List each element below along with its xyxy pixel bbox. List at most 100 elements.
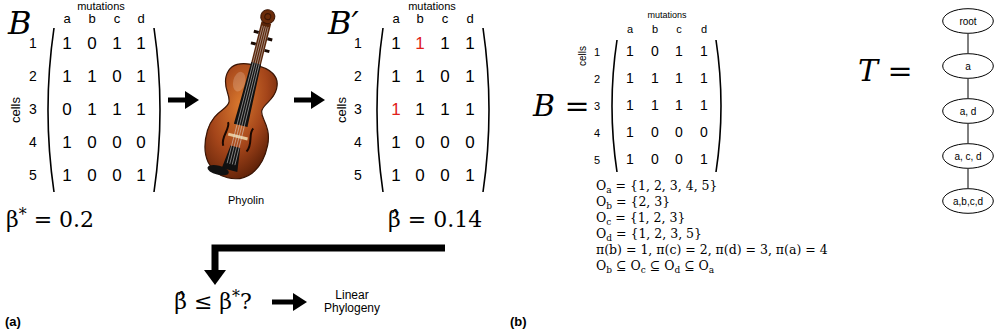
matrix-cell: 1: [62, 134, 71, 153]
matrix-cell: 1: [626, 125, 634, 140]
matrix-cell: 0: [675, 152, 683, 167]
result-label: Linear Phylogeny: [312, 289, 392, 315]
set-definition: π(b) = 1, π(c) = 2, π(d) = 3, π(a) = 4: [596, 243, 828, 257]
column-header: b: [88, 12, 95, 26]
matrix-cell: 0: [440, 167, 449, 186]
column-header: b: [416, 12, 423, 26]
row-header: 4: [29, 135, 37, 150]
matrix-cell: 0: [415, 167, 424, 186]
set-definition: Ob ⊆ Oc ⊆ Od ⊆ Oa: [596, 259, 714, 273]
parameter: β̂ = 0.14: [388, 208, 482, 232]
node-label: a,b,c,d: [942, 196, 994, 207]
parameter: β* = 0.2: [6, 208, 94, 232]
matrix-cell: 1: [651, 98, 659, 113]
matrix-cell: 0: [87, 35, 96, 54]
set-definition: Od = {1, 2, 3, 5}: [596, 227, 702, 241]
matrix-cell: 1: [626, 152, 634, 167]
matrix-cell: 1: [651, 71, 659, 86]
matrix-cell: 1: [700, 152, 708, 167]
tree-edge: [968, 124, 969, 143]
matrix-cell: 0: [87, 167, 96, 186]
tree-node: root: [942, 8, 994, 34]
matrix-cell: 1: [465, 101, 474, 120]
tree-node: a,b,c,d: [942, 188, 994, 214]
column-header: c: [676, 23, 682, 35]
matrix-cell: 1: [700, 71, 708, 86]
tree-node: a, c, d: [942, 143, 994, 169]
matrix-cell: 1: [675, 71, 683, 86]
axis-title: cells: [335, 97, 349, 123]
column-header: a: [392, 12, 399, 26]
row-header: 3: [594, 100, 600, 112]
matrix-cell: 1: [62, 167, 71, 186]
condition: β̂ ≤ β*?: [174, 290, 252, 314]
column-header: b: [652, 23, 658, 35]
matrix-cell: 1: [136, 101, 145, 120]
set-definition: Oa = {1, 2, 3, 4, 5}: [596, 179, 718, 193]
matrix-cell: 0: [465, 134, 474, 153]
tool-name: Phyolin: [228, 194, 264, 206]
matrix-cell: 1: [415, 35, 424, 54]
matrix-name: B =: [533, 89, 590, 122]
tree-node: a: [942, 53, 994, 79]
matrix-cell: 1: [136, 35, 145, 54]
node-label: a, d: [942, 106, 994, 117]
row-header: 5: [594, 154, 600, 166]
matrix-cell: 0: [651, 152, 659, 167]
column-header: d: [137, 12, 144, 26]
matrix-cell: 1: [700, 44, 708, 59]
set-definition: Ob = {2, 3}: [596, 195, 670, 209]
matrix-cell: 1: [62, 35, 71, 54]
matrix-cell: 0: [112, 68, 121, 87]
matrix-cell: 1: [440, 101, 449, 120]
matrix-cell: 0: [87, 134, 96, 153]
tree-edge: [968, 34, 969, 53]
tree-edge: [968, 79, 969, 98]
matrix-cell: 1: [112, 35, 121, 54]
matrix-cell: 0: [415, 134, 424, 153]
axis-title: mutations: [408, 0, 456, 12]
row-header: 2: [594, 73, 600, 85]
matrix-cell: 0: [651, 44, 659, 59]
row-header: 1: [354, 36, 362, 51]
matrix-cell: 0: [700, 125, 708, 140]
panel-label: (b): [510, 315, 527, 329]
column-header: a: [627, 23, 633, 35]
axis-title: mutations: [77, 0, 125, 12]
matrix-cell: 1: [465, 35, 474, 54]
row-header: 1: [594, 46, 600, 58]
tree-edge: [968, 169, 969, 188]
row-header: 4: [354, 135, 362, 150]
matrix-cell: 0: [651, 125, 659, 140]
matrix-cell: 1: [62, 68, 71, 87]
axis-title: mutations: [647, 11, 686, 21]
node-label: a, c, d: [942, 151, 994, 162]
matrix-cell: 1: [626, 44, 634, 59]
node-label: root: [942, 16, 994, 27]
row-header: 3: [29, 102, 37, 117]
axis-title: cells: [577, 46, 588, 66]
matrix-cell: 1: [391, 68, 400, 87]
matrix-cell: 1: [136, 68, 145, 87]
violin-icon: [197, 2, 299, 185]
axis-title: cells: [9, 97, 23, 123]
matrix-cell: 0: [62, 101, 71, 120]
matrix-cell: 1: [136, 167, 145, 186]
column-header: c: [442, 12, 449, 26]
matrix-cell: 0: [440, 134, 449, 153]
matrix-cell: 1: [112, 101, 121, 120]
matrix-cell: 1: [391, 35, 400, 54]
matrix-cell: 1: [391, 134, 400, 153]
row-header: 5: [29, 168, 37, 183]
row-header: 4: [594, 127, 600, 139]
row-header: 3: [354, 102, 362, 117]
matrix-cell: 1: [391, 167, 400, 186]
node-label: a: [942, 61, 994, 72]
row-header: 5: [354, 168, 362, 183]
matrix-cell: 1: [465, 68, 474, 87]
matrix-cell: 0: [136, 134, 145, 153]
set-definition: Oc = {1, 2, 3}: [596, 211, 685, 225]
matrix-cell: 1: [440, 35, 449, 54]
